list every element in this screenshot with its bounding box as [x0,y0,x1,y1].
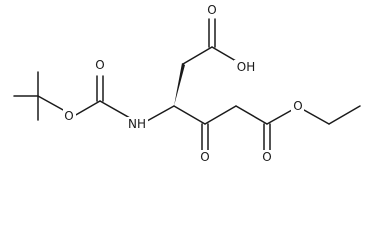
atom-label-ester-carbonyl-o: O [262,150,271,164]
chemical-structure: O O NH O OH O O O [13,3,361,165]
atom-label-carbamate-o: O [95,58,104,72]
atom-label-acid-carbonyl-o: O [207,3,216,17]
atom-label-nh: NH [128,117,146,131]
bond-tbu-c-to-o [37,95,66,112]
bond-o-to-carbamate-c [73,100,101,117]
bond-ketone-c-to-ch2 [204,105,237,125]
bond-nh-to-stereocenter [146,105,175,122]
bond-ch2-to-ester-c [235,105,268,125]
atom-label-ester-o-left: O [64,109,73,123]
atom-label-ester-o-right: O [293,99,302,113]
bond-stereocenter-to-ketone-c [173,105,206,125]
atom-label-acid-oh: OH [237,60,255,74]
bond-ester-c-to-o [266,109,293,125]
bond-ch2-to-ch3 [328,105,361,125]
bond-ch2-to-acid-c [182,46,213,65]
atom-label-ketone-o: O [200,150,209,164]
bond-acid-c-to-oh [211,46,237,62]
bond-o-to-ch2 [303,109,330,125]
wedge-bond-stereocenter-to-ch2 [174,63,185,106]
bond-carbamate-c-to-nh [99,100,131,119]
